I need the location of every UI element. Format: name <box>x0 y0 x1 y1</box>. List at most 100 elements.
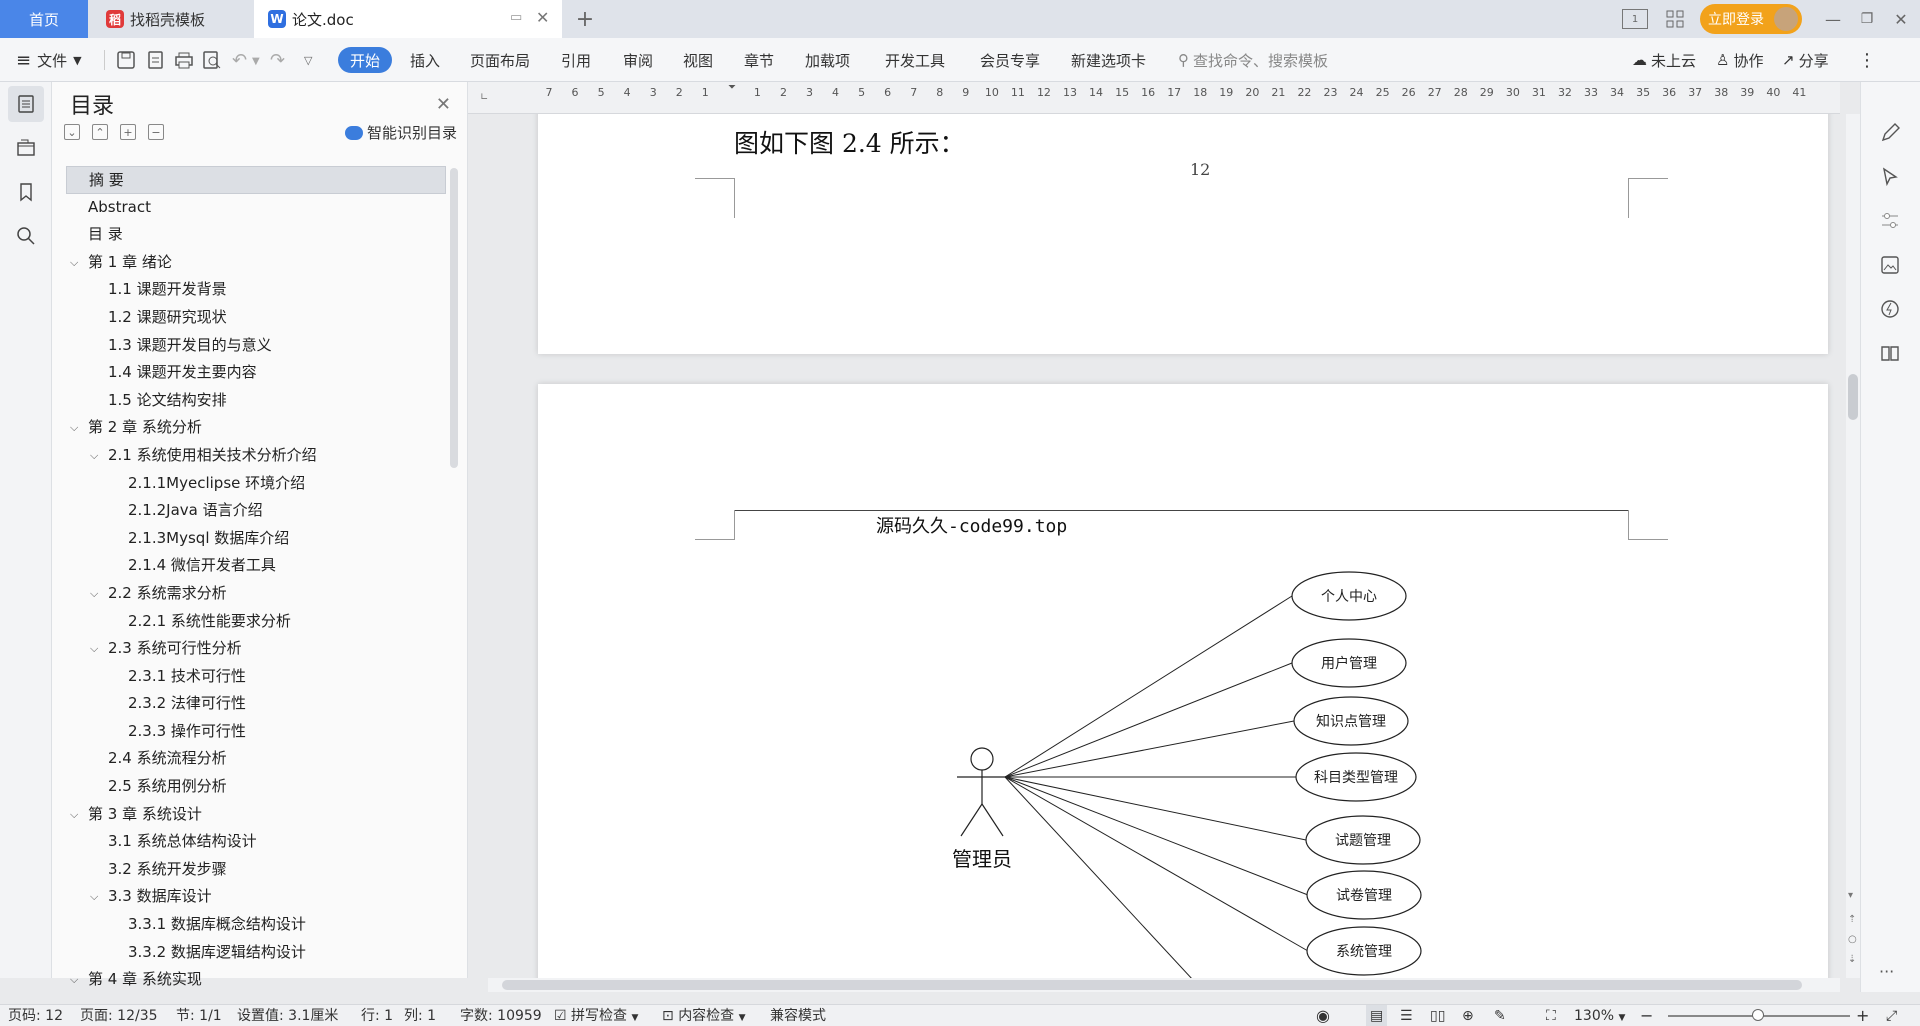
tab-home[interactable]: 首页 <box>0 0 88 38</box>
cloud-status-button[interactable]: ☁ 未上云 <box>1632 38 1696 82</box>
chevron-down-icon[interactable]: ⌵ <box>90 586 99 600</box>
more-options-icon[interactable]: ⋮ <box>1858 49 1876 71</box>
expand-up-icon[interactable]: ⌃ <box>92 124 108 140</box>
close-panel-icon[interactable]: ✕ <box>435 94 451 115</box>
toc-item[interactable]: 2.3.3 操作可行性 <box>66 718 446 746</box>
toc-item[interactable]: 2.1.4 微信开发者工具 <box>66 552 446 580</box>
scroll-thumb[interactable] <box>1848 374 1858 420</box>
toc-item[interactable]: 2.3.1 技术可行性 <box>66 663 446 691</box>
scroll-down-icon[interactable]: ▾ <box>1848 890 1854 901</box>
find-icon[interactable] <box>8 218 44 254</box>
pin-icon[interactable]: ▭ <box>510 10 523 25</box>
chevron-down-icon[interactable]: ⌵ <box>70 421 79 435</box>
vertical-scrollbar[interactable]: ▾ ⇡ ○ ⇣ <box>1846 114 1860 978</box>
tab-page-layout[interactable]: 页面布局 <box>470 51 531 70</box>
next-page-icon[interactable]: ⇣ <box>1848 954 1857 965</box>
toc-item[interactable]: ⌵第 2 章 系统分析 <box>66 414 446 442</box>
collapse-all-icon[interactable]: ⌄ <box>64 124 80 140</box>
tab-view[interactable]: 视图 <box>683 51 714 70</box>
toc-scrollbar[interactable] <box>450 168 458 468</box>
horizontal-scrollbar[interactable] <box>488 978 1840 992</box>
tab-developer[interactable]: 开发工具 <box>885 51 946 70</box>
tab-template[interactable]: 稻 找稻壳模板 <box>88 0 254 38</box>
zoom-slider-thumb[interactable] <box>1752 1009 1764 1021</box>
reading-view-icon[interactable]: ▯▯ <box>1430 1008 1446 1024</box>
toc-item[interactable]: 3.1 系统总体结构设计 <box>66 828 446 856</box>
status-word-count[interactable]: 字数: 10959 <box>460 1008 542 1024</box>
toc-item[interactable]: ⌵2.2 系统需求分析 <box>66 580 446 608</box>
toc-item[interactable]: ⌵第 3 章 系统设计 <box>66 801 446 829</box>
toc-item[interactable]: 2.2.1 系统性能要求分析 <box>66 608 446 636</box>
toc-item[interactable]: 摘 要 <box>66 166 446 194</box>
zoom-in-icon[interactable]: + <box>1856 1006 1870 1025</box>
save-icon[interactable] <box>116 50 136 70</box>
zoom-out-icon[interactable]: − <box>1640 1006 1654 1025</box>
print-preview-icon[interactable] <box>202 50 222 70</box>
toc-item[interactable]: 3.3.1 数据库概念结构设计 <box>66 911 446 939</box>
toc-item[interactable]: 2.3.2 法律可行性 <box>66 690 446 718</box>
eye-protect-icon[interactable]: ◉ <box>1316 1006 1330 1025</box>
toc-item[interactable]: 1.5 论文结构安排 <box>66 387 446 415</box>
command-search[interactable]: ⚲ 查找命令、搜索模板 <box>1178 38 1328 82</box>
toc-item[interactable]: 2.4 系统流程分析 <box>66 745 446 773</box>
login-button[interactable]: 立即登录 <box>1700 4 1802 34</box>
scroll-thumb[interactable] <box>502 980 1802 990</box>
toc-item[interactable]: 2.5 系统用例分析 <box>66 773 446 801</box>
file-menu-button[interactable]: ≡ 文件 ▼ <box>16 38 82 82</box>
tab-insert[interactable]: 插入 <box>410 51 441 70</box>
indent-marker-icon[interactable]: ⏷ <box>728 82 736 93</box>
toc-item[interactable]: ⌵2.3 系统可行性分析 <box>66 635 446 663</box>
close-window-icon[interactable]: ✕ <box>1894 9 1908 29</box>
undo-dropdown-icon[interactable]: ▼ <box>252 56 260 67</box>
minimize-icon[interactable]: — <box>1825 9 1841 29</box>
bookmark-icon[interactable] <box>8 174 44 210</box>
document-canvas[interactable]: 图如下图 2.4 所示： 12 源码久久-code99.top <box>468 114 1840 978</box>
toc-item[interactable]: 1.4 课题开发主要内容 <box>66 359 446 387</box>
image-tool-icon[interactable] <box>1879 254 1903 278</box>
tab-document[interactable]: W 论文.doc ▭ ✕ <box>254 0 562 38</box>
chevron-down-icon[interactable]: ⌵ <box>90 642 99 656</box>
chevron-down-icon[interactable]: ⌵ <box>90 448 99 462</box>
add-heading-icon[interactable]: + <box>120 124 136 140</box>
tab-addins[interactable]: 加载项 <box>805 51 851 70</box>
tab-review[interactable]: 审阅 <box>623 51 654 70</box>
close-tab-icon[interactable]: ✕ <box>536 8 550 27</box>
page-view-icon[interactable]: ▤ <box>1366 1005 1388 1026</box>
apps-grid-icon[interactable] <box>1664 8 1686 30</box>
lightning-icon[interactable] <box>1879 298 1903 322</box>
toc-item[interactable]: ⌵第 4 章 系统实现 <box>66 966 446 994</box>
chevron-down-icon[interactable]: ⌵ <box>90 890 99 904</box>
pen-icon[interactable] <box>1879 122 1903 146</box>
select-browse-icon[interactable]: ○ <box>1848 934 1857 945</box>
fit-page-icon[interactable]: ⛶ <box>1546 1008 1556 1024</box>
tab-member[interactable]: 会员专享 <box>980 51 1041 70</box>
toc-item[interactable]: ⌵2.1 系统使用相关技术分析介绍 <box>66 442 446 470</box>
remove-heading-icon[interactable]: − <box>148 124 164 140</box>
smart-toc-button[interactable]: 智能识别目录 <box>344 122 457 143</box>
toc-item[interactable]: ⌵3.3 数据库设计 <box>66 883 446 911</box>
tab-references[interactable]: 引用 <box>561 51 592 70</box>
more-tools-icon[interactable]: ··· <box>1879 962 1895 981</box>
undo-icon[interactable]: ↶ <box>232 50 248 71</box>
toc-item[interactable]: Abstract <box>66 194 446 222</box>
toc-item[interactable]: 目 录 <box>66 221 446 249</box>
tab-new-tab[interactable]: 新建选项卡 <box>1071 51 1147 70</box>
fullscreen-icon[interactable]: ⤢ <box>1886 1008 1898 1024</box>
export-pdf-icon[interactable] <box>146 50 166 70</box>
outline-view-icon[interactable]: ☰ <box>1400 1008 1413 1024</box>
toc-item[interactable]: 1.2 课题研究现状 <box>66 304 446 332</box>
print-icon[interactable] <box>174 50 194 70</box>
select-cursor-icon[interactable] <box>1879 166 1903 190</box>
chevron-down-icon[interactable]: ⌵ <box>70 255 79 269</box>
toc-item[interactable]: 3.2 系统开发步骤 <box>66 856 446 884</box>
document-page[interactable]: 图如下图 2.4 所示： 12 <box>538 114 1828 354</box>
reading-icon[interactable] <box>1879 342 1903 366</box>
new-tab-icon[interactable]: + <box>575 6 595 32</box>
document-page[interactable]: 源码久久-code99.top <box>538 384 1828 978</box>
toc-item[interactable]: 1.1 课题开发背景 <box>66 276 446 304</box>
prev-page-icon[interactable]: ⇡ <box>1848 914 1857 925</box>
layout-icon[interactable]: 1 <box>1622 9 1648 29</box>
tab-chapter[interactable]: 章节 <box>744 51 775 70</box>
toc-item[interactable]: 2.1.2Java 语言介绍 <box>66 497 446 525</box>
